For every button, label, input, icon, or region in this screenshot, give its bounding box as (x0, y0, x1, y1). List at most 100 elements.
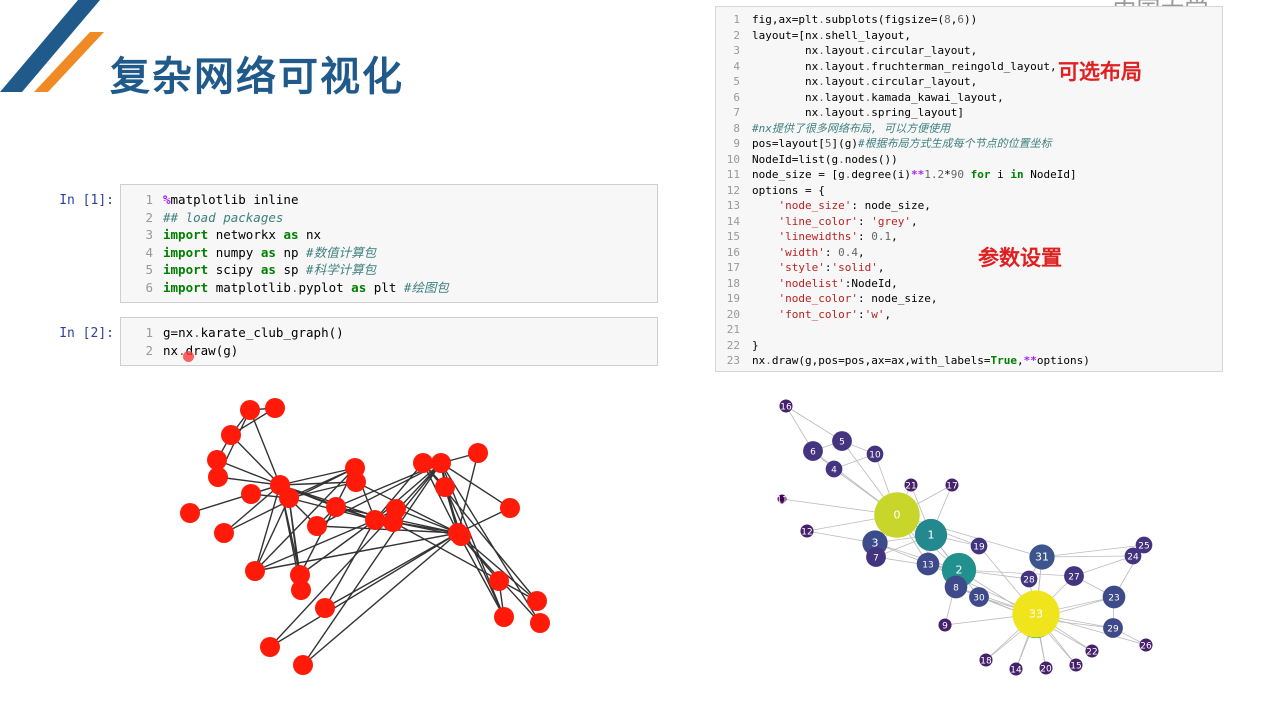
graph-edge (1041, 544, 1145, 558)
graph-node-26: 26 (1139, 638, 1153, 652)
graph-node-1: 1 (914, 518, 948, 552)
code-text: import scipy as sp #科学计算包 (163, 262, 377, 277)
node-label: 30 (973, 594, 985, 604)
graph-node (346, 472, 366, 492)
code-line[interactable]: 2## load packages (121, 209, 657, 227)
line-number: 8 (733, 121, 740, 135)
graph-node (383, 512, 403, 532)
code-line[interactable]: 16 'width': 0.4, (716, 245, 1222, 261)
node-label: 23 (1108, 594, 1119, 604)
graph-edge (269, 462, 442, 648)
code-line[interactable]: 4 import numpy as np #数值计算包 (121, 244, 657, 262)
code-text: nx.draw(g) (163, 342, 239, 358)
code-line[interactable]: 18 'nodelist':NodeId, (716, 276, 1222, 292)
line-number: 13 (726, 199, 740, 212)
graph-edge (217, 476, 281, 486)
code-line[interactable]: 15 'linewidths': 0.1, (716, 229, 1222, 245)
graph-node-31: 31 (1029, 544, 1055, 570)
code-line[interactable]: 2 layout=[nx.shell_layout, (716, 28, 1222, 44)
graph-edge (460, 535, 538, 602)
code-line[interactable]: 8#nx提供了很多网络布局, 可以方便使用 (716, 121, 1222, 137)
node-label: 16 (780, 403, 792, 413)
graph-node (365, 510, 385, 530)
graph-node-12: 12 (800, 524, 814, 538)
code-text: g=nx.karate_club_graph() (163, 325, 344, 340)
cell-prompt: In [1]: (59, 193, 114, 208)
graph-node (241, 484, 261, 504)
graph-node (494, 607, 514, 627)
graph-node (245, 561, 265, 581)
node-label: 0 (894, 509, 901, 522)
code-line[interactable]: 4 nx.layout.fruchterman_reingold_layout, (716, 59, 1222, 75)
graph-node-28: 28 (1020, 570, 1038, 588)
code-line[interactable]: 5 nx.layout.circular_layout, (716, 74, 1222, 90)
graph-node (530, 613, 550, 633)
graph-node (279, 488, 299, 508)
code-line[interactable]: 3 nx.layout.circular_layout, (716, 43, 1222, 59)
graph-edge (395, 508, 459, 534)
code-line[interactable]: 13 'node_size': node_size, (716, 198, 1222, 214)
code-line[interactable]: 22} (716, 338, 1222, 354)
code-line[interactable]: 19 'node_color': node_size, (716, 291, 1222, 307)
graph-node (431, 453, 451, 473)
layout-annotation: 可选布局 (1058, 60, 1142, 84)
graph-node (293, 655, 313, 675)
code-line[interactable]: 14 'line_color': 'grey', (716, 214, 1222, 230)
graph-node-16: 16 (779, 399, 793, 413)
graph-edge (279, 467, 356, 486)
code-text: layout=[nx.shell_layout, (752, 28, 911, 42)
graph-edge (299, 519, 376, 576)
graph-node-21: 21 (904, 478, 918, 492)
line-number: 6 (145, 279, 153, 295)
node-label: 21 (905, 482, 916, 492)
graph-node-22: 22 (1085, 644, 1099, 658)
code-line[interactable]: 1%matplotlib inline (121, 191, 657, 209)
node-label: 28 (1023, 576, 1035, 586)
node-label: 13 (922, 561, 933, 571)
code-text: 'style':'solid', (778, 261, 885, 274)
graph-edge (440, 462, 511, 509)
graph-node-19: 19 (970, 537, 988, 555)
graph-edge (230, 434, 281, 486)
line-number: 2 (733, 28, 740, 42)
code-line[interactable]: 7 nx.layout.spring_layout] (716, 105, 1222, 121)
graph-edge (392, 521, 459, 534)
code-line[interactable]: 21 (716, 322, 1222, 338)
node-label: 10 (869, 451, 881, 461)
node-label: 29 (1107, 625, 1119, 635)
graph-node (315, 598, 335, 618)
graph-edge (269, 532, 459, 648)
graph-node-23: 23 (1102, 585, 1126, 609)
line-number: 4 (145, 244, 153, 260)
graph-edge (324, 532, 459, 609)
code-text: pos=layout[5](g)#根据布局方式生成每个节点的位置坐标 (752, 137, 1052, 150)
graph-node-10: 10 (866, 445, 884, 463)
graph-edge (254, 467, 356, 572)
code-text: 'linewidths': 0.1, (778, 230, 898, 243)
code-text: import numpy as np #数值计算包 (163, 244, 377, 260)
code-line[interactable]: 17 'style':'solid', (716, 260, 1222, 276)
graph-node-11: 11 (776, 494, 788, 506)
code-text: nx.layout.spring_layout] (804, 106, 964, 119)
node-label: 6 (810, 448, 816, 458)
graph-node (290, 565, 310, 585)
node-label: 1 (928, 529, 935, 542)
code-line[interactable]: 20 'font_color':'w', (716, 307, 1222, 323)
code-line[interactable]: 6 nx.layout.kamada_kawai_layout, (716, 90, 1222, 106)
